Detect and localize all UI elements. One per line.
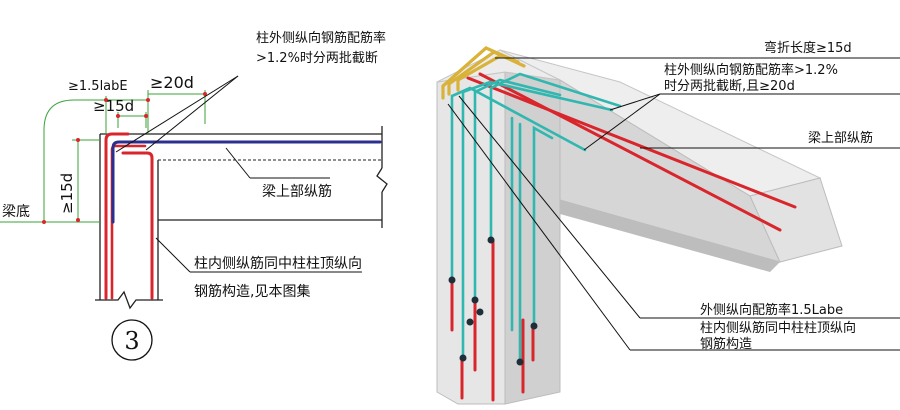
outer-ratio-label-line1: 柱外侧纵向钢筋配筋率 — [256, 30, 386, 46]
inner-bar-3d-line1: 柱内侧纵筋同中柱柱顶纵向 — [700, 320, 856, 336]
outer-ratio-3d-line1: 柱外侧纵向钢筋配筋率>1.2% — [664, 62, 838, 78]
dim-15d-side: ≥15d — [58, 173, 76, 214]
beam-bottom-label: 梁底 — [2, 204, 30, 220]
dim-20d: ≥20d — [150, 73, 194, 92]
concrete-outline — [95, 126, 388, 310]
dim-15d-top: ≥15d — [93, 97, 134, 115]
left-leaders — [115, 75, 362, 273]
left-2d-detail: 柱外侧纵向钢筋配筋率 >1.2%时分两批截断 ≥1.5labE ≥20d ≥15… — [0, 30, 388, 361]
dimension-ticks — [42, 92, 207, 224]
inner-bar-label-line2: 钢筋构造,见本图集 — [194, 283, 310, 300]
outer-ratio-3d-line2: 时分两批截断,且≥20d — [664, 79, 795, 94]
beam-top-bar-label: 梁上部纵筋 — [262, 183, 332, 200]
bar-coupler-dots — [448, 236, 538, 366]
red-bars-3d — [450, 72, 797, 402]
column-outer-bar-red — [104, 132, 130, 300]
yellow-hooks — [441, 46, 526, 100]
dimension-lines — [0, 90, 206, 223]
outer-long-label: 外侧纵向配筋率1.5Labe — [700, 302, 843, 318]
right-3d-view: 弯折长度≥15d 柱外侧纵向钢筋配筋率>1.2% 时分两批截断,且≥20d 梁上… — [436, 40, 900, 405]
outer-ratio-label-line2: >1.2%时分两批截断 — [256, 51, 378, 66]
bend-length-label: 弯折长度≥15d — [764, 40, 852, 56]
column-middle-bar-red — [110, 144, 147, 300]
column-inner-bar-red — [121, 151, 154, 300]
left-rebars — [104, 132, 382, 300]
inner-bar-3d-line2: 钢筋构造 — [700, 336, 752, 352]
detail-number-badge: 3 — [111, 319, 153, 361]
detail-number: 3 — [124, 327, 139, 355]
beam-top-3d-label: 梁上部纵筋 — [808, 130, 873, 146]
cyan-bars-3d — [450, 72, 622, 364]
right-leaders — [447, 57, 900, 351]
dim-15labe: ≥1.5labE — [68, 79, 128, 94]
inner-bar-label-line1: 柱内侧纵筋同中柱柱顶纵向 — [194, 255, 362, 272]
beam-top-bar-blue — [111, 140, 382, 224]
